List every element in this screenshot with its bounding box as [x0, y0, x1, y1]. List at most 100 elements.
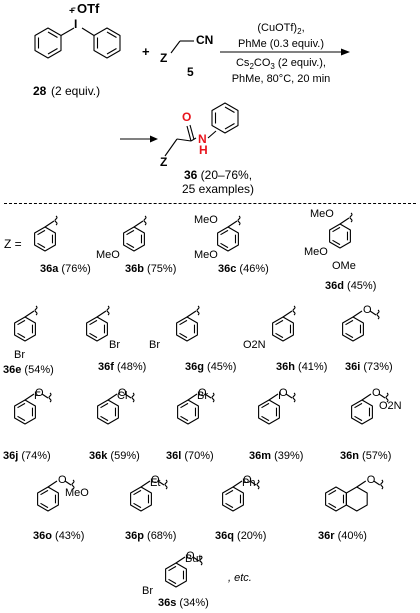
compound-id-36o: 36o: [33, 530, 52, 542]
compound-yield-36p: (68%): [143, 530, 177, 542]
compound-caption-36j: 36j (74%): [3, 450, 51, 463]
substituent-structure-36o: [37, 479, 75, 512]
substituent-structure-36p: [130, 479, 168, 512]
compound-yield-36e: (54%): [21, 364, 54, 376]
product-hydrogen-label: H: [199, 143, 208, 157]
substituent-label-36k-1: Cl: [117, 390, 128, 402]
compound-yield-36i: (73%): [360, 361, 393, 373]
compound-id-36f: 36f: [98, 361, 114, 373]
compound-id-36c: 36c: [218, 263, 237, 275]
compound-caption-36k: 36k (59%): [89, 450, 140, 463]
substituent-structure-36f: [86, 305, 110, 342]
condition-base: Cs2CO3 (2 equiv.),: [235, 57, 326, 72]
substituent-label-36g-0: Br: [149, 339, 160, 351]
etc-label: , etc.: [228, 572, 252, 584]
iodonium-counterion: OTf: [77, 1, 100, 16]
compound-yield-36k: (59%): [107, 450, 140, 462]
substituent-structure-36i: [342, 309, 380, 342]
substituent-label-36s-1: But: [185, 553, 202, 565]
compound-id-36m: 36m: [249, 450, 272, 462]
substituent-structure-36e: [14, 305, 38, 342]
product-36-caption: 36 (20–76%, 25 examples): [168, 168, 268, 196]
compound-caption-36h: 36h (41%): [276, 361, 327, 374]
iodonium-iodine-label: I: [74, 17, 78, 31]
product-z-label: Z: [160, 155, 168, 169]
compound-yield-36q: (20%): [233, 530, 267, 542]
conditions-above: (CuOTf)2, PhMe (0.3 equiv.): [222, 22, 340, 51]
compound-yield-36b: (75%): [143, 263, 177, 275]
condition-solvent-temp-time: PhMe, 80°C, 20 min: [231, 73, 331, 86]
compound-id-36p: 36p: [125, 530, 144, 542]
substituent-label-36n-1: O2N: [379, 400, 402, 412]
compound-id-36d: 36d: [325, 280, 344, 292]
substituent-label-36b-0: MeO: [96, 249, 120, 261]
substituent-label-36l-0: O: [198, 387, 207, 399]
compound-id-36l: 36l: [166, 450, 182, 462]
condition-additive: PhMe (0.3 equiv.): [237, 38, 324, 51]
substituent-label-36q-0: O: [243, 474, 252, 486]
substituent-label-36o-0: O: [58, 474, 67, 486]
plus-sign: +: [142, 44, 150, 59]
substituent-label-36i-0: O: [363, 304, 372, 316]
substituent-structure-36d: [329, 212, 353, 249]
compound-id-36q: 36q: [215, 530, 234, 542]
substituent-label-36r-0: O: [366, 474, 376, 486]
compound-yield-36a: (76%): [58, 263, 91, 275]
reaction-graphics: [34, 27, 350, 157]
compound-caption-36d: 36d (45%): [325, 280, 376, 293]
compound-yield-36n: (57%): [358, 450, 392, 462]
compound-id-36h: 36h: [276, 361, 295, 373]
compound-caption-36a: 36a (76%): [40, 263, 91, 276]
substituent-label-36p-1: Et: [150, 477, 161, 489]
reagent-28-equiv: (2 equiv.): [51, 84, 101, 98]
compound-yield-36h: (41%): [294, 361, 328, 373]
compound-caption-36g: 36g (45%): [185, 361, 236, 374]
compound-yield-36d: (45%): [343, 280, 377, 292]
z-equals-label: Z =: [4, 237, 22, 251]
conditions-below: Cs2CO3 (2 equiv.), PhMe, 80°C, 20 min: [218, 57, 344, 86]
compound-id-36k: 36k: [89, 450, 108, 462]
substituent-label-36h-0: O2N: [243, 339, 266, 351]
compound-id-36r: 36r: [318, 530, 335, 542]
compound-caption-36c: 36c (46%): [218, 263, 269, 276]
compound-caption-36n: 36n (57%): [340, 450, 391, 463]
substituent-label-36k-0: O: [118, 387, 127, 399]
compound-id-36g: 36g: [185, 361, 204, 373]
nitrile-5-id: 5: [187, 65, 194, 79]
substituent-structure-36j: [14, 392, 52, 425]
product-yield-range: (20–76%,: [200, 168, 253, 182]
substituent-label-36s-2: Br: [142, 585, 153, 597]
compound-yield-36o: (43%): [51, 530, 85, 542]
compound-yield-36c: (46%): [236, 263, 269, 275]
substituent-label-36p-0: O: [151, 474, 160, 486]
substituent-label-36c-0: MeO: [194, 214, 218, 226]
nitrile-cn-label: CN: [196, 33, 214, 47]
substituent-label-36c-1: MeO: [194, 249, 218, 261]
substituent-label-36d-2: OMe: [332, 260, 356, 272]
compound-yield-36f: (48%): [113, 361, 147, 373]
substituent-label-36l-1: Br: [197, 390, 208, 402]
compound-caption-36r: 36r (40%): [318, 530, 367, 543]
substituent-structure-36h: [272, 305, 296, 342]
reagent-28-id: 28: [33, 84, 47, 98]
iodonium-charge: +: [69, 6, 75, 17]
compound-caption-36s: 36s (34%): [158, 597, 209, 610]
product-nitrogen-label: N: [198, 132, 207, 146]
compound-caption-36m: 36m (39%): [249, 450, 303, 463]
compound-caption-36f: 36f (48%): [98, 361, 146, 374]
substituent-label-36d-0: MeO: [310, 208, 334, 220]
substituent-structure-36g: [176, 305, 200, 342]
compound-caption-36i: 36i (73%): [345, 361, 393, 374]
substituent-structure-36l: [177, 392, 215, 425]
substituent-label-36j-0: O: [35, 387, 44, 399]
substituent-structure-36a: [34, 215, 58, 252]
substituent-label-36e-0: Br: [14, 349, 25, 361]
substituent-structure-36s: [165, 555, 203, 588]
condition-catalyst: (CuOTf)2,: [257, 22, 305, 37]
section-divider: [4, 203, 416, 204]
substituent-structure-36n: [351, 392, 389, 425]
compound-id-36s: 36s: [158, 597, 177, 609]
compound-caption-36q: 36q (20%): [215, 530, 266, 543]
nitrile-z-label: Z: [160, 51, 168, 65]
